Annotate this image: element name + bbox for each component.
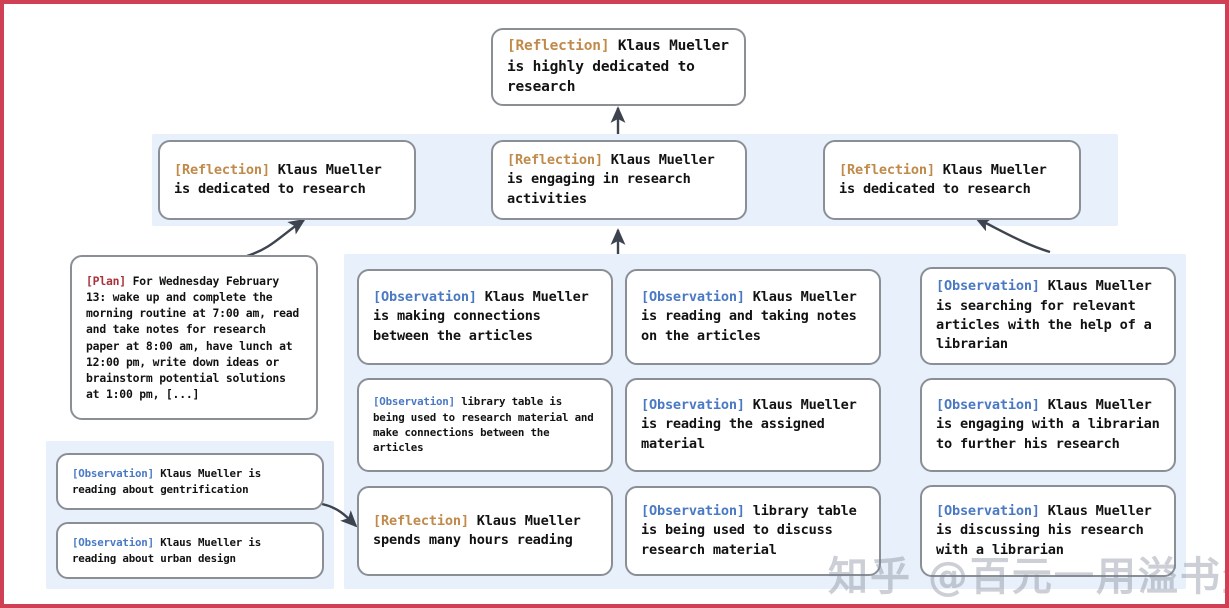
node-reflection-left[interactable]: [Reflection] Klaus Mueller is dedicated … xyxy=(158,140,416,220)
tag-reflection: [Reflection] xyxy=(839,161,935,178)
node-reflection-left-text: [Reflection] Klaus Mueller is dedicated … xyxy=(174,161,390,197)
node-observation-c2-2[interactable]: [Observation] Klaus Mueller is reading t… xyxy=(625,378,881,472)
node-observation-c1-1-text: [Observation] Klaus Mueller is making co… xyxy=(373,289,597,344)
node-reflection-right[interactable]: [Reflection] Klaus Mueller is dedicated … xyxy=(823,140,1081,220)
tag-reflection: [Reflection] xyxy=(373,512,469,529)
node-root-text: [Reflection] Klaus Mueller is highly ded… xyxy=(507,38,738,96)
tag-plan: [Plan] xyxy=(86,273,126,288)
node-reflection-center[interactable]: [Reflection] Klaus Mueller is engaging i… xyxy=(491,140,747,220)
tag-observation: [Observation] xyxy=(936,278,1040,295)
node-observation-c3-1[interactable]: [Observation] Klaus Mueller is searching… xyxy=(920,267,1176,365)
node-observation-c2-3-text: [Observation] library table is being use… xyxy=(641,503,865,558)
node-reflection-c1-3-text: [Reflection] Klaus Mueller spends many h… xyxy=(373,512,589,548)
tag-observation: [Observation] xyxy=(936,503,1040,520)
node-observation-left-1[interactable]: [Observation] Klaus Mueller is reading a… xyxy=(56,453,324,510)
node-observation-c1-2-text: [Observation] library table is being use… xyxy=(373,395,600,455)
node-observation-c3-3-text: [Observation] Klaus Mueller is discussin… xyxy=(936,503,1160,558)
tag-reflection: [Reflection] xyxy=(174,161,270,178)
tag-observation: [Observation] xyxy=(72,536,154,550)
node-observation-left-2-text: [Observation] Klaus Mueller is reading a… xyxy=(72,536,268,565)
node-observation-c3-1-text: [Observation] Klaus Mueller is searching… xyxy=(936,278,1160,353)
node-reflection-c1-3[interactable]: [Reflection] Klaus Mueller spends many h… xyxy=(357,486,613,576)
node-observation-c2-3[interactable]: [Observation] library table is being use… xyxy=(625,486,881,576)
tag-observation: [Observation] xyxy=(641,397,745,414)
tag-observation: [Observation] xyxy=(373,395,455,409)
tag-observation: [Observation] xyxy=(641,289,745,306)
node-observation-left-1-text: [Observation] Klaus Mueller is reading a… xyxy=(72,467,268,496)
tag-observation: [Observation] xyxy=(936,397,1040,414)
node-observation-c1-1[interactable]: [Observation] Klaus Mueller is making co… xyxy=(357,269,613,365)
node-observation-c2-1[interactable]: [Observation] Klaus Mueller is reading a… xyxy=(625,269,881,365)
node-observation-c3-2[interactable]: [Observation] Klaus Mueller is engaging … xyxy=(920,378,1176,472)
tag-observation: [Observation] xyxy=(641,503,745,520)
node-observation-c2-2-text: [Observation] Klaus Mueller is reading t… xyxy=(641,397,865,452)
node-reflection-center-text: [Reflection] Klaus Mueller is engaging i… xyxy=(507,152,723,207)
node-plan-text: [Plan] For Wednesday February 13: wake u… xyxy=(86,273,306,402)
tag-observation: [Observation] xyxy=(373,289,477,306)
tag-reflection: [Reflection] xyxy=(507,38,610,55)
tag-reflection: [Reflection] xyxy=(507,152,603,169)
node-observation-left-2[interactable]: [Observation] Klaus Mueller is reading a… xyxy=(56,522,324,579)
tag-observation: [Observation] xyxy=(72,467,154,481)
node-observation-c3-2-text: [Observation] Klaus Mueller is engaging … xyxy=(936,397,1168,452)
node-root-reflection[interactable]: [Reflection] Klaus Mueller is highly ded… xyxy=(491,28,746,106)
node-observation-c3-3[interactable]: [Observation] Klaus Mueller is discussin… xyxy=(920,485,1176,577)
node-observation-c2-1-text: [Observation] Klaus Mueller is reading a… xyxy=(641,289,865,344)
node-plan[interactable]: [Plan] For Wednesday February 13: wake u… xyxy=(70,255,318,420)
node-reflection-right-text: [Reflection] Klaus Mueller is dedicated … xyxy=(839,161,1055,197)
node-observation-c1-2[interactable]: [Observation] library table is being use… xyxy=(357,378,613,472)
